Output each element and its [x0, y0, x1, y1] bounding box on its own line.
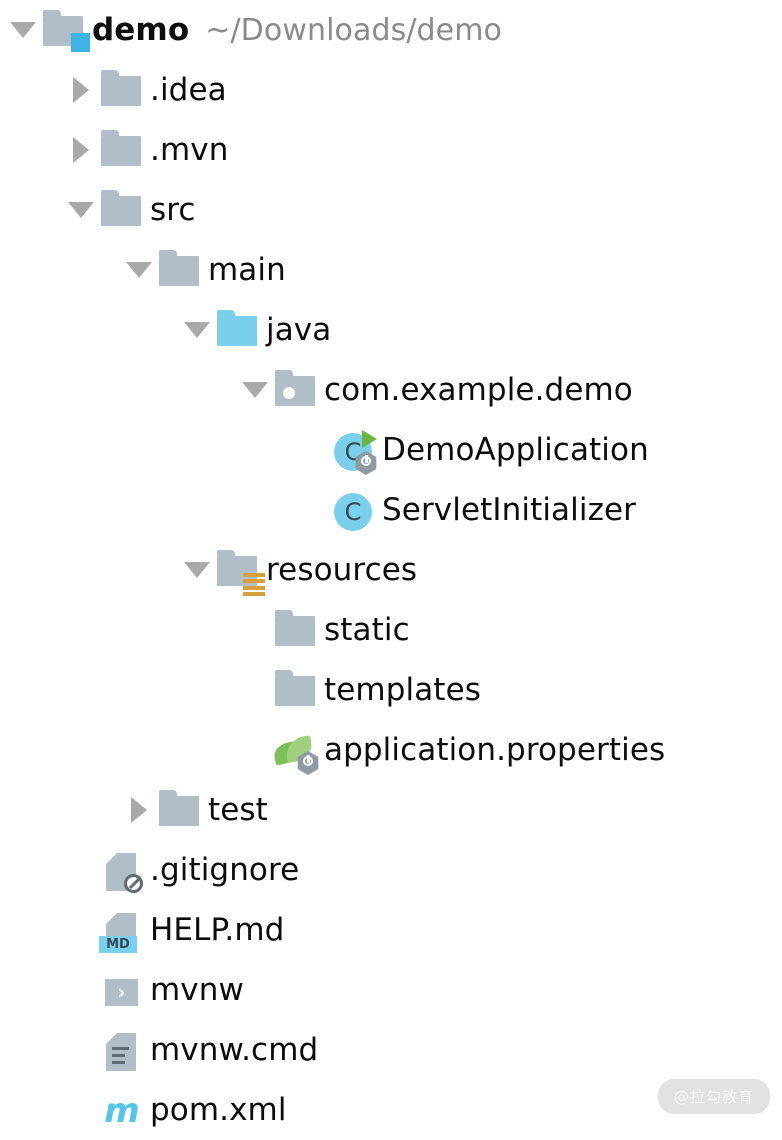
file-ignored-icon: [98, 847, 144, 893]
tree-row-label: DemoApplication: [382, 432, 649, 468]
folder-shape: [159, 250, 199, 286]
text-file-icon: [98, 1027, 144, 1073]
tree-row-label: main: [208, 252, 286, 288]
folder-shape: [101, 70, 141, 106]
expand-arrow-down-icon[interactable]: [6, 0, 40, 60]
markdown-chip: MD: [99, 936, 137, 953]
ignored-badge-icon: [124, 874, 143, 893]
tree-row-label: resources: [266, 552, 418, 588]
tree-row[interactable]: application.properties: [0, 720, 782, 780]
package-dot: [283, 387, 295, 399]
java-class-runnable-spring-icon: C: [330, 427, 377, 475]
expand-arrow-right-icon[interactable]: [122, 780, 156, 840]
tree-row-label: static: [324, 612, 410, 648]
tree-row[interactable]: .idea: [0, 60, 782, 120]
folder-shape: [275, 370, 315, 406]
tree-row-label: .mvn: [150, 132, 229, 168]
tree-row-label: mvnw.cmd: [150, 1032, 319, 1068]
tree-row[interactable]: › mvnw: [0, 960, 782, 1020]
java-class-icon: C: [330, 487, 376, 533]
tree-row-label: demo~/Downloads/demo: [92, 12, 502, 48]
expand-arrow-right-icon[interactable]: [64, 60, 98, 120]
tree-row[interactable]: test: [0, 780, 782, 840]
tree-row[interactable]: MD HELP.md: [0, 900, 782, 960]
tree-row-label: HELP.md: [150, 912, 285, 948]
folder-shape: [275, 670, 315, 706]
expand-arrow-right-icon[interactable]: [64, 120, 98, 180]
tree-row-label: pom.xml: [150, 1092, 287, 1128]
tree-row-label: src: [150, 192, 196, 228]
tree-row-path: ~/Downloads/demo: [205, 13, 502, 48]
tree-row-label: mvnw: [150, 972, 244, 1008]
shell-script-icon: ›: [98, 967, 144, 1013]
folder-icon: [98, 67, 144, 113]
folder-source-root-icon: [214, 307, 260, 353]
expand-arrow-down-icon[interactable]: [64, 180, 98, 240]
document-lines: [112, 1047, 129, 1068]
tree-row[interactable]: com.example.demo: [0, 360, 782, 420]
folder-module-icon: [40, 7, 90, 53]
expand-arrow-down-icon[interactable]: [238, 360, 272, 420]
tree-row-label: .idea: [150, 72, 227, 108]
tree-row[interactable]: resources: [0, 540, 782, 600]
folder-shape: [275, 610, 315, 646]
maven-letter: m: [104, 1091, 140, 1131]
tree-row-label: application.properties: [324, 732, 666, 768]
module-badge: [71, 33, 90, 52]
folder-shape: [101, 130, 141, 166]
spring-properties-icon: [272, 727, 319, 775]
document-shape: [106, 1033, 136, 1071]
watermark-text: @拉勾教育: [673, 1088, 754, 1106]
run-triangle-icon[interactable]: [362, 430, 377, 448]
tree-row[interactable]: java: [0, 300, 782, 360]
folder-shape: [159, 790, 199, 826]
tree-row[interactable]: demo~/Downloads/demo: [0, 0, 782, 60]
resources-badge: [243, 573, 265, 596]
markdown-file-icon: MD: [98, 907, 144, 953]
watermark-badge: @拉勾教育: [657, 1079, 770, 1114]
expand-arrow-down-icon[interactable]: [180, 300, 214, 360]
folder-icon: [156, 787, 202, 833]
folder-shape: [217, 310, 257, 346]
tree-row-label: java: [266, 312, 332, 348]
folder-shape: [101, 190, 141, 226]
folder-shape: [43, 10, 83, 46]
tree-row[interactable]: static: [0, 600, 782, 660]
folder-shape: [217, 550, 257, 586]
tree-row-label: test: [208, 792, 268, 828]
tree-row-label: templates: [324, 672, 481, 708]
folder-icon: [98, 187, 144, 233]
folder-icon: [272, 667, 318, 713]
shell-square: ›: [105, 979, 138, 1006]
expand-arrow-down-icon[interactable]: [122, 240, 156, 300]
tree-row[interactable]: src: [0, 180, 782, 240]
tree-row[interactable]: .gitignore: [0, 840, 782, 900]
package-icon: [272, 367, 318, 413]
expand-arrow-down-icon[interactable]: [180, 540, 214, 600]
tree-row-label: .gitignore: [150, 852, 300, 888]
class-circle: C: [334, 493, 372, 531]
tree-row[interactable]: main: [0, 240, 782, 300]
class-letter: C: [344, 498, 362, 526]
tree-row[interactable]: mvnw.cmd: [0, 1020, 782, 1080]
tree-row-label: ServletInitializer: [382, 492, 636, 528]
folder-icon: [272, 607, 318, 653]
tree-row[interactable]: C ServletInitializer: [0, 480, 782, 540]
tree-row[interactable]: templates: [0, 660, 782, 720]
folder-resources-icon: [214, 547, 265, 596]
spring-boot-badge-icon: [355, 451, 377, 475]
maven-pom-icon: m: [98, 1087, 144, 1133]
tree-row[interactable]: .mvn: [0, 120, 782, 180]
folder-icon: [156, 247, 202, 293]
spring-boot-badge-icon: [297, 751, 319, 775]
tree-row[interactable]: m pom.xml: [0, 1080, 782, 1140]
tree-row-label: com.example.demo: [324, 372, 633, 408]
folder-icon: [98, 127, 144, 173]
